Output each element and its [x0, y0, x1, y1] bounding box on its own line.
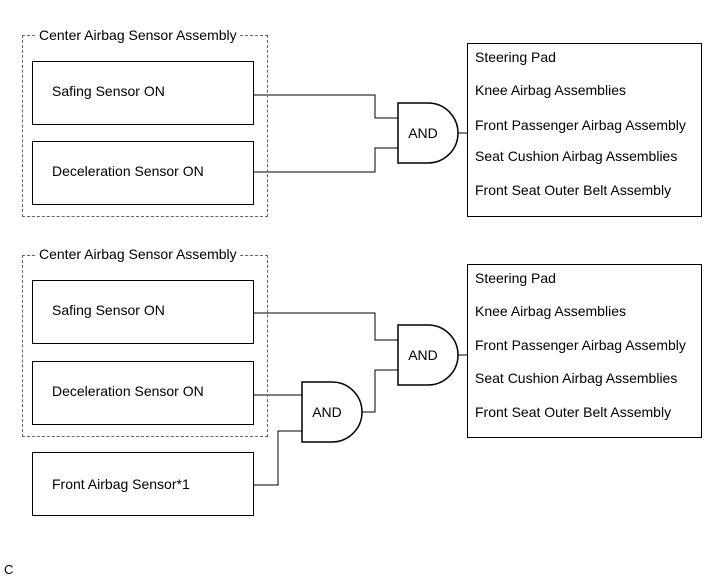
top-output-item: Front Seat Outer Belt Assembly [475, 182, 672, 198]
bottom-safing-sensor-label: Safing Sensor ON [52, 302, 165, 318]
top-group-title: Center Airbag Sensor Assembly [37, 27, 239, 43]
top-output-item: Knee Airbag Assemblies [475, 82, 626, 98]
top-output-item: Seat Cushion Airbag Assemblies [475, 148, 678, 164]
wire-bottom-front [254, 430, 302, 486]
bottom-output-box: Steering Pad Knee Airbag Assemblies Fron… [467, 264, 702, 438]
bottom-output-item: Front Passenger Airbag Assembly [475, 337, 686, 353]
and-gate-bottom-sub [301, 381, 363, 443]
top-output-box: Steering Pad Knee Airbag Assemblies Fron… [467, 43, 702, 217]
top-deceleration-sensor-label: Deceleration Sensor ON [52, 163, 204, 179]
figure-corner-label: C [4, 562, 14, 577]
wire-bottom-safing [254, 312, 398, 341]
bottom-deceleration-sensor-label: Deceleration Sensor ON [52, 383, 204, 399]
top-output-item: Steering Pad [475, 49, 556, 65]
and-gate-top [397, 102, 459, 164]
top-and-gate-label: AND [408, 125, 438, 141]
top-safing-sensor-label: Safing Sensor ON [52, 83, 165, 99]
top-safing-sensor-box: Safing Sensor ON [32, 61, 254, 125]
bottom-output-item: Front Seat Outer Belt Assembly [475, 404, 672, 420]
top-output-item: Front Passenger Airbag Assembly [475, 117, 686, 133]
bottom-deceleration-sensor-box: Deceleration Sensor ON [32, 361, 254, 425]
front-airbag-sensor-box: Front Airbag Sensor*1 [32, 452, 254, 516]
front-airbag-sensor-label: Front Airbag Sensor*1 [52, 476, 190, 492]
and-gate-bottom-main [397, 324, 459, 386]
bottom-main-and-gate-label: AND [408, 347, 438, 363]
bottom-output-item: Seat Cushion Airbag Assemblies [475, 370, 678, 386]
top-deceleration-sensor-box: Deceleration Sensor ON [32, 141, 254, 205]
wire-top-safing [254, 94, 398, 119]
bottom-output-item: Knee Airbag Assemblies [475, 303, 626, 319]
wire-sub-to-main [362, 369, 398, 413]
bottom-output-item: Steering Pad [475, 270, 556, 286]
bottom-group-title: Center Airbag Sensor Assembly [37, 246, 239, 262]
wire-top-decel [254, 147, 398, 173]
bottom-sub-and-gate-label: AND [312, 404, 342, 420]
bottom-safing-sensor-box: Safing Sensor ON [32, 280, 254, 344]
